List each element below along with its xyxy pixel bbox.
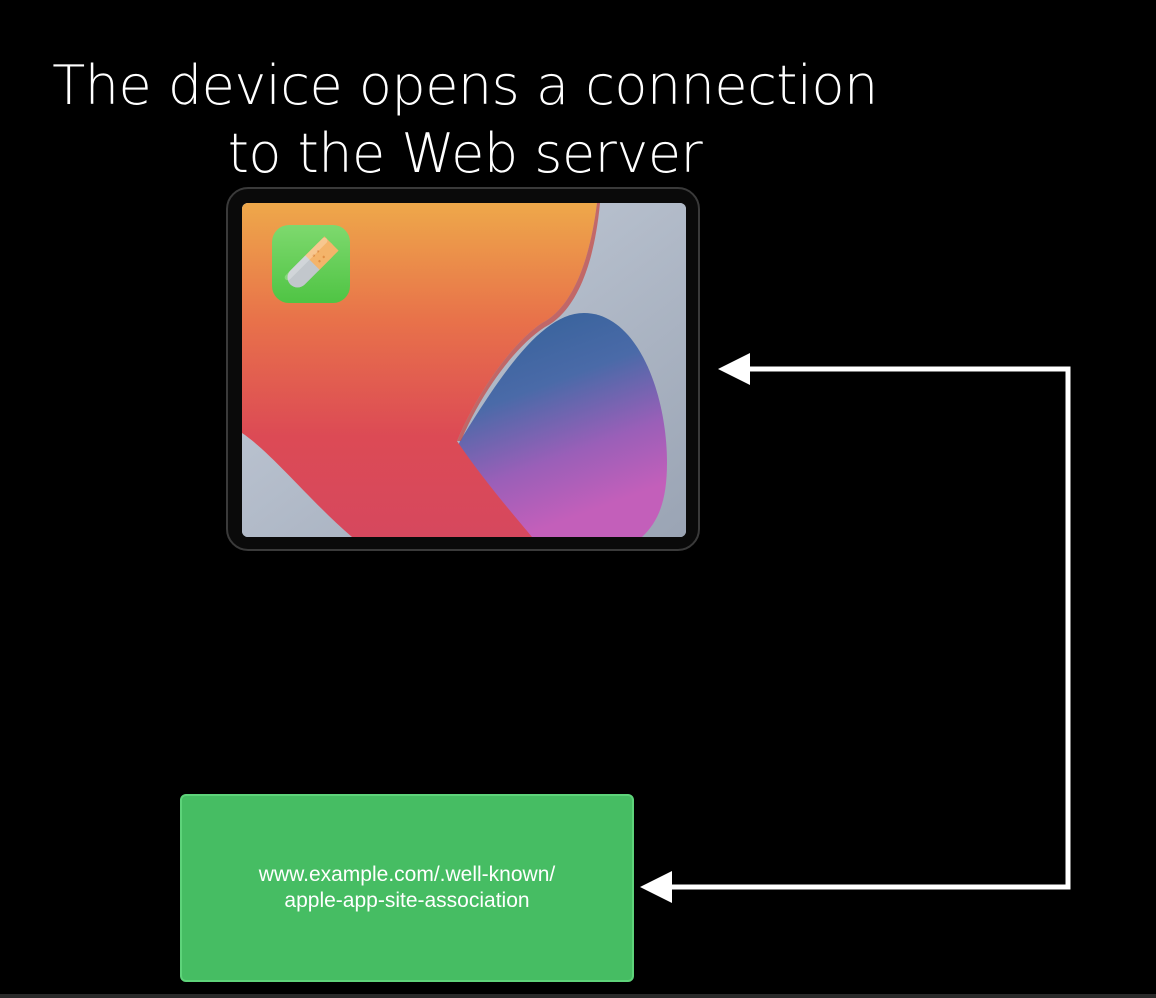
- connector-line: [670, 366, 1071, 890]
- tablet-screen: [242, 203, 686, 537]
- bandage-glyph: [284, 236, 339, 288]
- title-line-2: to the Web server: [227, 122, 703, 185]
- web-server-box: www.example.com/.well-known/ apple-app-s…: [180, 794, 634, 982]
- server-url-line-1: www.example.com/.well-known/: [258, 863, 556, 886]
- slide-title: The device opens a connection to the Web…: [0, 52, 930, 188]
- bandage-app-icon[interactable]: [272, 225, 350, 303]
- arrowhead-to-device: [718, 353, 750, 385]
- title-line-1: The device opens a connection: [52, 54, 878, 117]
- arrowhead-to-server: [640, 871, 672, 903]
- tablet-icon: [226, 187, 700, 551]
- bottom-divider: [0, 994, 1156, 998]
- server-url-line-2: apple-app-site-association: [284, 889, 530, 912]
